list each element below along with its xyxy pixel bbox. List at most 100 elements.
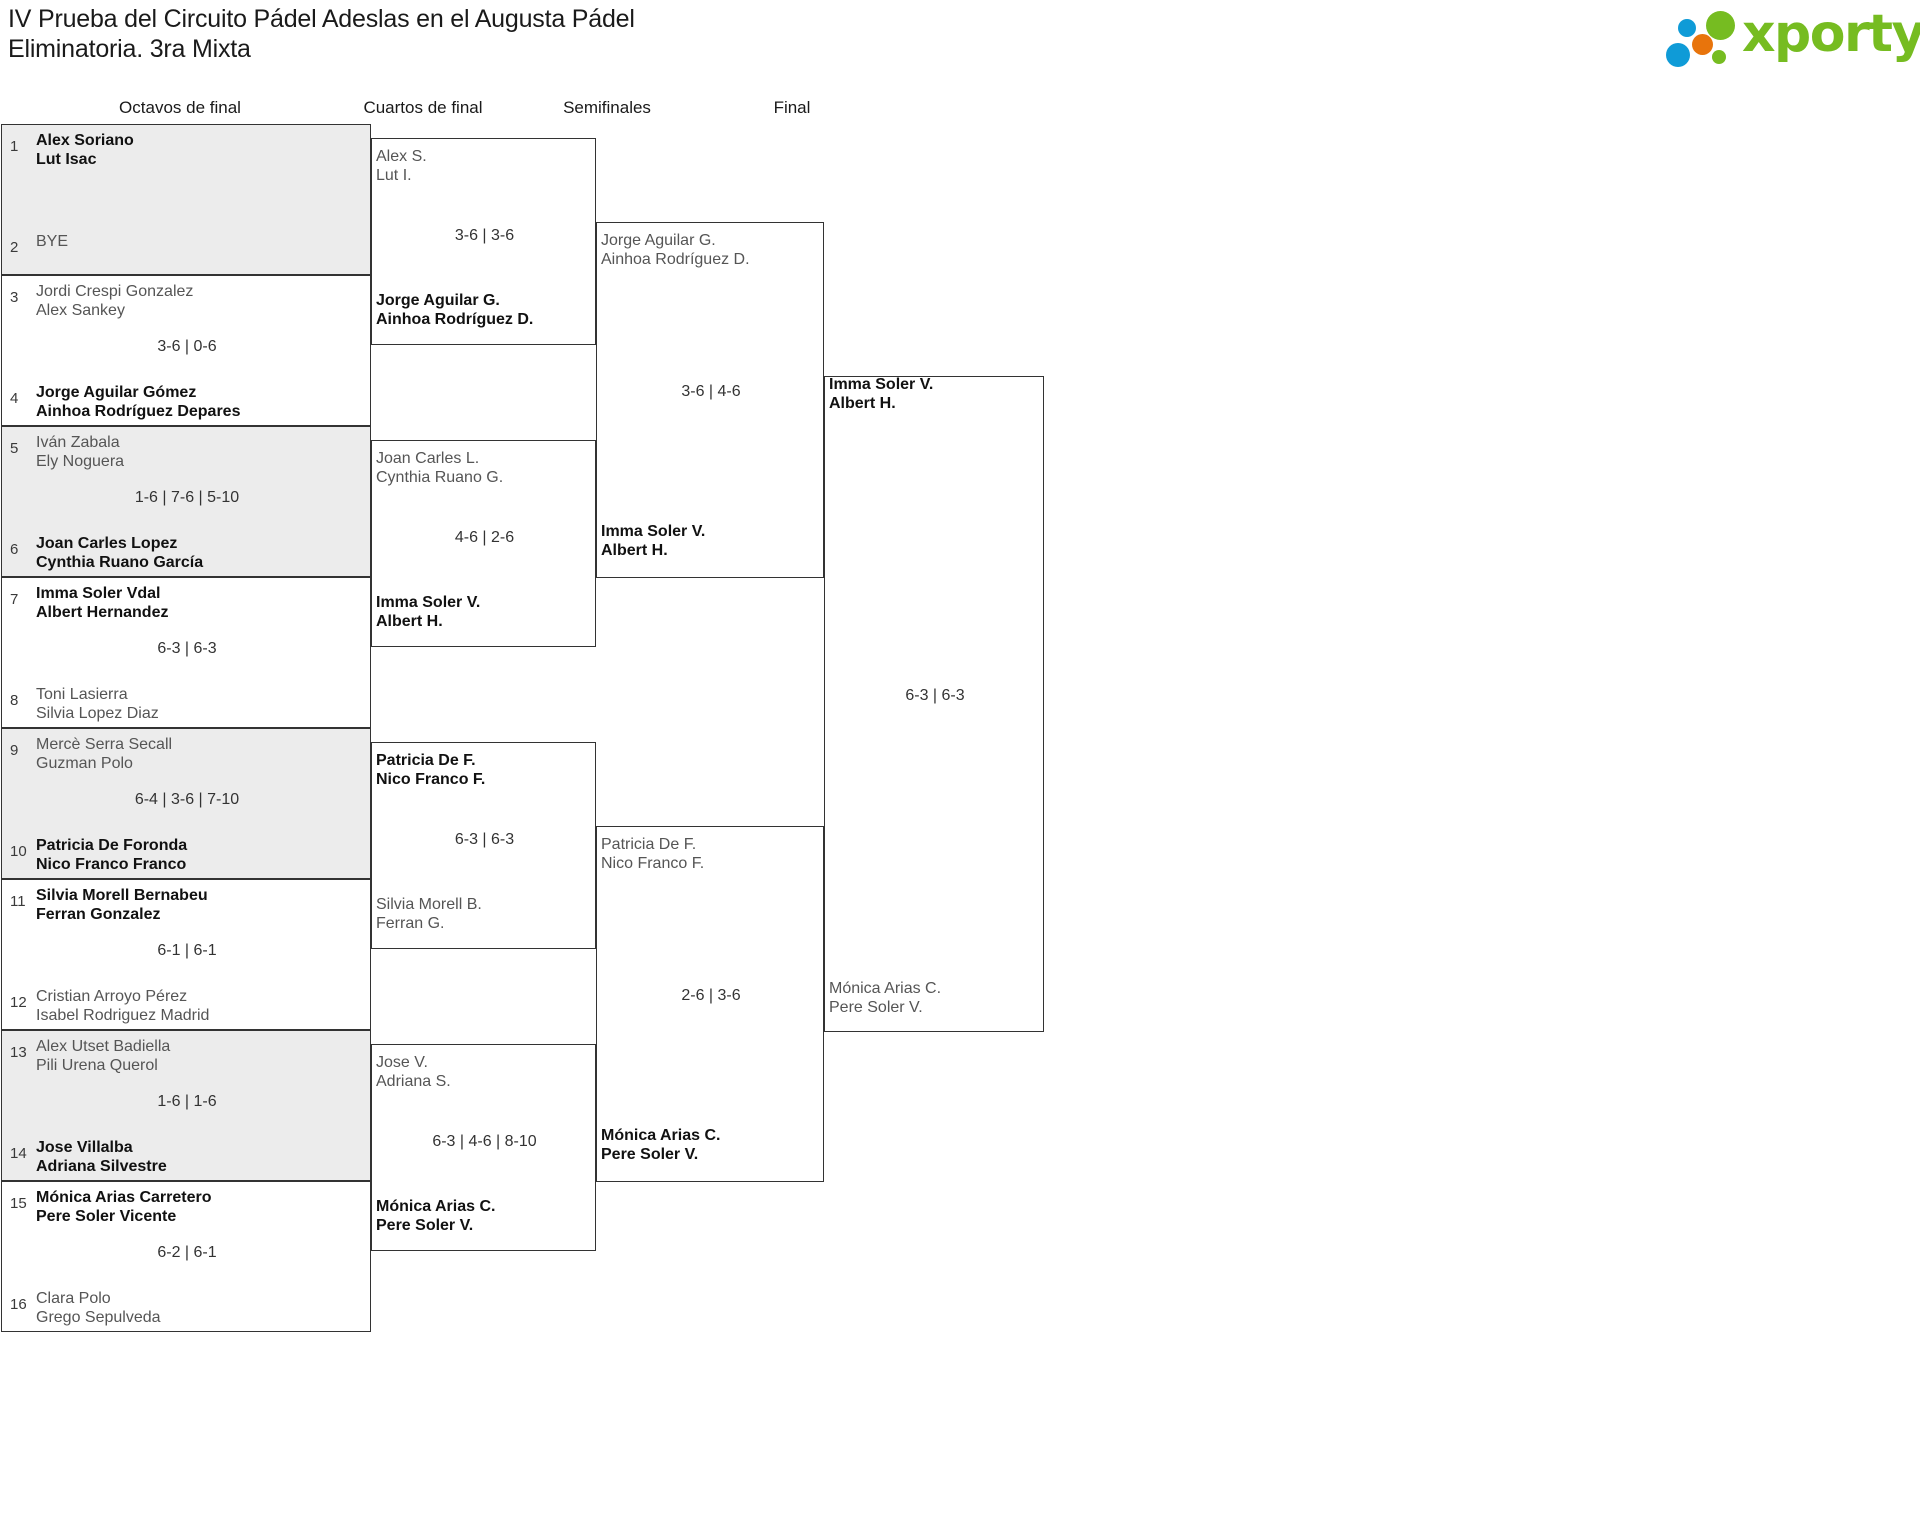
team-names: Imma Soler Vdal Albert Hernandez (36, 582, 370, 622)
competitor-slot-bottom[interactable]: Jorge Aguilar G. Ainhoa Rodríguez D. (372, 289, 595, 329)
xporty-logo[interactable]: xporty (1650, 4, 1920, 67)
match-sf-1[interactable]: Jorge Aguilar G. Ainhoa Rodríguez D. 3-6… (596, 222, 824, 578)
competitor-slot-bottom[interactable]: Mónica Arias C. Pere Soler V. (825, 977, 1043, 1017)
competitor-slot-top[interactable]: 1 Alex Soriano Lut Isac (2, 129, 370, 169)
competitor-slot-bottom[interactable]: Mónica Arias C. Pere Soler V. (597, 1124, 823, 1164)
player-2-name: Ainhoa Rodríguez D. (376, 311, 534, 328)
match-r16-5[interactable]: 9 Mercè Serra Secall Guzman Polo 6-4 | 3… (1, 728, 371, 879)
player-1-name: Mónica Arias Carretero (36, 1189, 212, 1206)
seed-number: 13 (10, 1044, 27, 1061)
logo-dot-orange (1692, 34, 1713, 55)
competitor-slot-bottom[interactable]: 8 Toni Lasierra Silvia Lopez Diaz (2, 683, 370, 723)
competitor-slot-bottom[interactable]: Imma Soler V. Albert H. (372, 591, 595, 631)
player-1-name: Jorge Aguilar G. (601, 232, 716, 249)
player-1-name: Mónica Arias C. (376, 1198, 496, 1215)
connector-qf3-top (371, 742, 596, 743)
competitor-slot-bottom[interactable]: 6 Joan Carles Lopez Cynthia Ruano García (2, 532, 370, 572)
seed-number: 16 (10, 1296, 27, 1313)
round-header-octavos: Octavos de final (119, 98, 241, 117)
match-r16-4[interactable]: 7 Imma Soler Vdal Albert Hernandez 6-3 |… (1, 577, 371, 728)
player-2-name: Ferran G. (376, 915, 445, 932)
player-2-name: Lut I. (376, 167, 412, 184)
player-1-name: Mónica Arias C. (601, 1127, 721, 1144)
player-1-name: Toni Lasierra (36, 686, 128, 703)
match-r16-7[interactable]: 13 Alex Utset Badiella Pili Urena Querol… (1, 1030, 371, 1181)
competitor-slot-bottom[interactable]: Imma Soler V. Albert H. (597, 520, 823, 560)
player-1-name: Patricia De F. (601, 836, 697, 853)
logo-dot-blue-top (1678, 19, 1696, 37)
player-2-name: Albert H. (829, 395, 896, 412)
competitor-slot-top[interactable]: Patricia De F. Nico Franco F. (597, 833, 823, 873)
match-r16-8[interactable]: 15 Mónica Arias Carretero Pere Soler Vic… (1, 1181, 371, 1332)
match-score: 2-6 | 3-6 (681, 987, 741, 1004)
match-qf-3[interactable]: Patricia De F. Nico Franco F. 6-3 | 6-3 … (371, 742, 596, 949)
team-names: Mónica Arias Carretero Pere Soler Vicent… (36, 1186, 370, 1226)
team-names: Imma Soler V. Albert H. (829, 373, 1043, 413)
player-1-name: Jose Villalba (36, 1139, 133, 1156)
player-1-name: Alex S. (376, 148, 427, 165)
competitor-slot-top[interactable]: 3 Jordi Crespi Gonzalez Alex Sankey (2, 280, 370, 320)
seed-number: 3 (10, 289, 19, 306)
seed-number: 10 (10, 843, 27, 860)
player-2-name: Pere Soler V. (829, 999, 923, 1016)
match-qf-4[interactable]: Jose V. Adriana S. 6-3 | 4-6 | 8-10 Móni… (371, 1044, 596, 1251)
match-final[interactable]: Imma Soler V. Albert H. 6-3 | 6-3 Mónica… (824, 376, 1044, 1032)
player-2-name: Isabel Rodriguez Madrid (36, 1007, 210, 1024)
competitor-slot-bottom[interactable]: 2 BYE (2, 230, 370, 256)
player-1-name: Jorge Aguilar Gómez (36, 384, 197, 401)
match-qf-1[interactable]: Alex S. Lut I. 3-6 | 3-6 Jorge Aguilar G… (371, 138, 596, 345)
player-2-name: Pere Soler V. (601, 1146, 699, 1163)
competitor-slot-top[interactable]: Imma Soler V. Albert H. (825, 373, 1043, 413)
player-2-name: Ely Noguera (36, 453, 125, 470)
competitor-slot-bottom[interactable]: Silvia Morell B. Ferran G. (372, 893, 595, 933)
competitor-slot-top[interactable]: Jose V. Adriana S. (372, 1051, 595, 1091)
round-header-cuartos: Cuartos de final (363, 98, 483, 117)
competitor-slot-top[interactable]: Joan Carles L. Cynthia Ruano G. (372, 447, 595, 487)
competitor-slot-bottom[interactable]: Mónica Arias C. Pere Soler V. (372, 1195, 595, 1235)
match-qf-2[interactable]: Joan Carles L. Cynthia Ruano G. 4-6 | 2-… (371, 440, 596, 647)
competitor-slot-top[interactable]: Patricia De F. Nico Franco F. (372, 749, 595, 789)
match-r16-3[interactable]: 5 Iván Zabala Ely Noguera 1-6 | 7-6 | 5-… (1, 426, 371, 577)
seed-number: 5 (10, 440, 19, 457)
player-2-name: Albert Hernandez (36, 604, 169, 621)
player-2-name: Cynthia Ruano García (36, 554, 204, 571)
competitor-slot-top[interactable]: 7 Imma Soler Vdal Albert Hernandez (2, 582, 370, 622)
competitor-slot-top[interactable]: 11 Silvia Morell Bernabeu Ferran Gonzale… (2, 884, 370, 924)
player-2-name: Nico Franco F. (601, 855, 705, 872)
competitor-slot-top[interactable]: 13 Alex Utset Badiella Pili Urena Querol (2, 1035, 370, 1075)
competitor-slot-top[interactable]: Alex S. Lut I. (372, 145, 595, 185)
match-sf-2[interactable]: Patricia De F. Nico Franco F. 2-6 | 3-6 … (596, 826, 824, 1182)
competitor-slot-top[interactable]: 9 Mercè Serra Secall Guzman Polo (2, 733, 370, 773)
competitor-slot-bottom[interactable]: 10 Patricia De Foronda Nico Franco Franc… (2, 834, 370, 874)
team-names: Jorge Aguilar Gómez Ainhoa Rodríguez Dep… (36, 381, 370, 421)
team-names: Patricia De Foronda Nico Franco Franco (36, 834, 370, 874)
seed-number: 7 (10, 591, 19, 608)
team-names: Silvia Morell B. Ferran G. (376, 893, 595, 933)
match-r16-6[interactable]: 11 Silvia Morell Bernabeu Ferran Gonzale… (1, 879, 371, 1030)
competitor-slot-bottom[interactable]: 16 Clara Polo Grego Sepulveda (2, 1287, 370, 1327)
player-1-name: Patricia De Foronda (36, 837, 188, 854)
player-2-name: Cynthia Ruano G. (376, 469, 504, 486)
competitor-slot-top[interactable]: Jorge Aguilar G. Ainhoa Rodríguez D. (597, 229, 823, 269)
seed-number: 15 (10, 1195, 27, 1212)
team-names: Clara Polo Grego Sepulveda (36, 1287, 370, 1327)
competitor-slot-bottom[interactable]: 14 Jose Villalba Adriana Silvestre (2, 1136, 370, 1176)
competitor-slot-bottom[interactable]: 12 Cristian Arroyo Pérez Isabel Rodrigue… (2, 985, 370, 1025)
competitor-slot-top[interactable]: 15 Mónica Arias Carretero Pere Soler Vic… (2, 1186, 370, 1226)
competitor-slot-bottom[interactable]: 4 Jorge Aguilar Gómez Ainhoa Rodríguez D… (2, 381, 370, 421)
match-r16-2[interactable]: 3 Jordi Crespi Gonzalez Alex Sankey 3-6 … (1, 275, 371, 426)
team-names: Imma Soler V. Albert H. (376, 591, 595, 631)
match-r16-1[interactable]: 1 Alex Soriano Lut Isac 2 BYE (1, 124, 371, 275)
player-2-name: Ferran Gonzalez (36, 906, 161, 923)
player-1-name: Imma Soler V. (829, 376, 934, 393)
seed-number: 6 (10, 541, 19, 558)
team-names: Jorge Aguilar G. Ainhoa Rodríguez D. (601, 229, 823, 269)
player-2-name: Nico Franco Franco (36, 856, 187, 873)
team-names: Iván Zabala Ely Noguera (36, 431, 370, 471)
team-names: Jordi Crespi Gonzalez Alex Sankey (36, 280, 370, 320)
player-1-name: Jose V. (376, 1054, 428, 1071)
competitor-slot-top[interactable]: 5 Iván Zabala Ely Noguera (2, 431, 370, 471)
player-2-name: Ainhoa Rodríguez Depares (36, 403, 241, 420)
player-2-name: Nico Franco F. (376, 771, 486, 788)
